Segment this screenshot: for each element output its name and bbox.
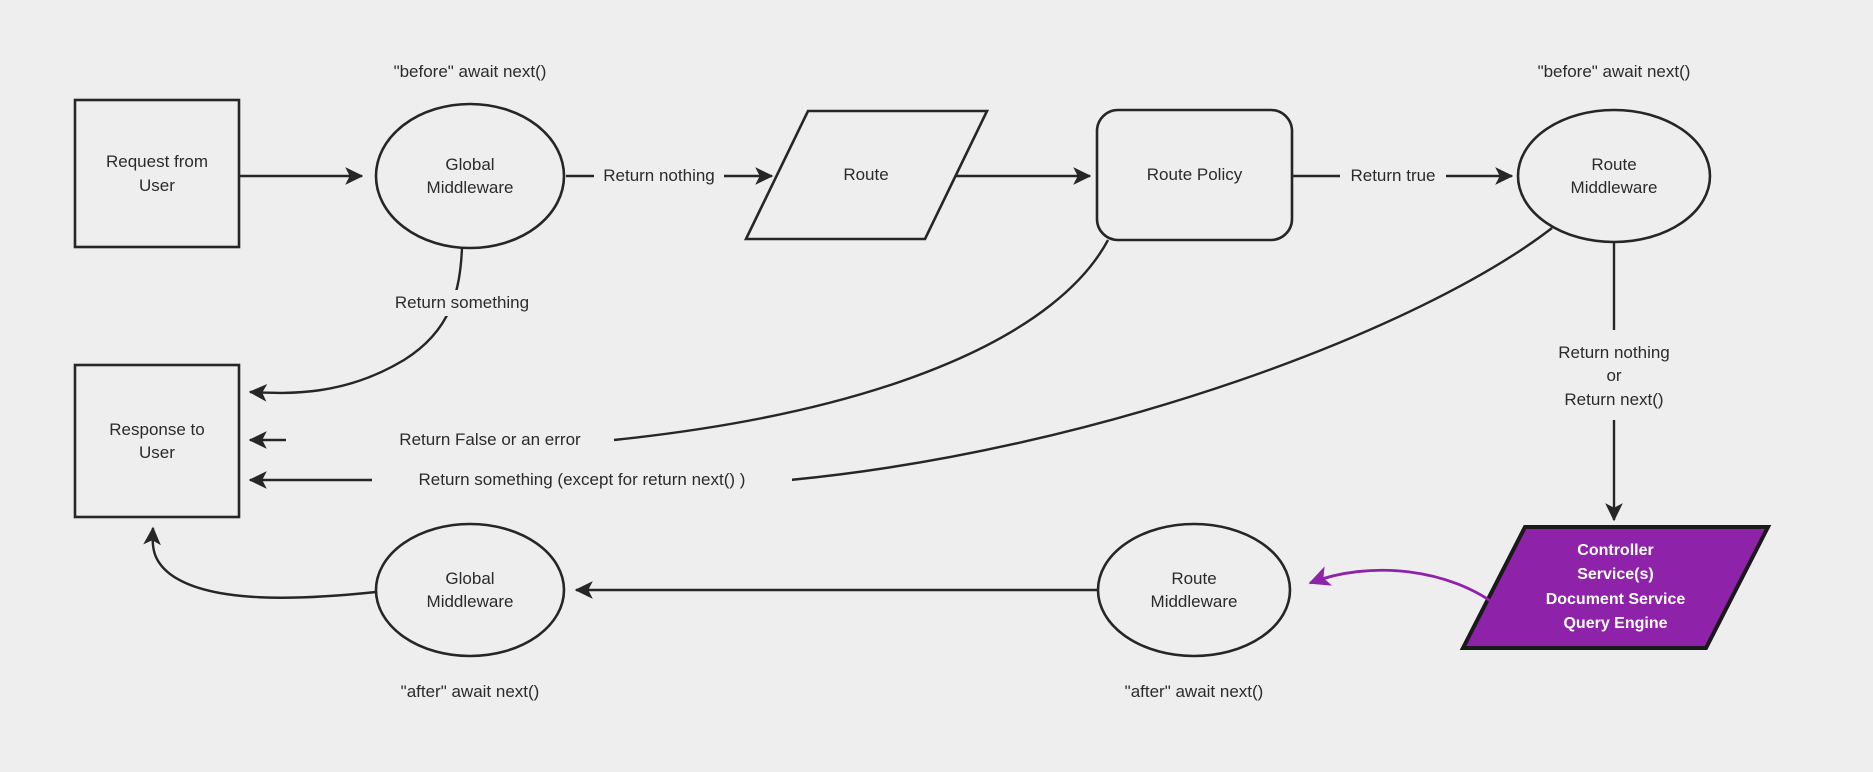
label-global-middleware-bottom-text: Global Middleware bbox=[426, 568, 514, 611]
edge-label-return-something-except: Return something (except for return next… bbox=[372, 467, 792, 493]
label-global-middleware-top-text: Global Middleware bbox=[426, 154, 514, 197]
edge-controller-to-route-middleware-bottom bbox=[1308, 566, 1501, 610]
node-request-from-user bbox=[73, 98, 241, 249]
annotation-before-await-next-global-text: "before" await next() bbox=[393, 62, 547, 82]
annotation-after-await-next-route: "after" await next() bbox=[1068, 680, 1320, 704]
node-global-middleware-top bbox=[374, 102, 566, 250]
edge-label-return-something-text: Return something bbox=[394, 293, 530, 312]
label-route-middleware-top: Route Middleware bbox=[1518, 110, 1710, 242]
edge-policy-to-response bbox=[613, 239, 1110, 442]
edge-global-bottom-to-response bbox=[143, 526, 377, 599]
annotation-before-await-next-route: "before" await next() bbox=[1488, 60, 1740, 84]
label-route-policy-text: Route Policy bbox=[1146, 165, 1243, 185]
edge-route-middleware-to-response bbox=[789, 227, 1553, 482]
label-route-middleware-bottom-text: Route Middleware bbox=[1150, 568, 1238, 611]
annotation-after-await-next-global: "after" await next() bbox=[344, 680, 596, 704]
annotation-after-await-next-global-text: "after" await next() bbox=[400, 682, 540, 702]
edge-label-return-something: Return something bbox=[366, 290, 558, 316]
node-route bbox=[743, 109, 990, 241]
annotation-after-await-next-route-text: "after" await next() bbox=[1124, 682, 1264, 702]
edge-label-return-nothing-or-next: Return nothing or Return next() bbox=[1484, 330, 1744, 422]
label-request-from-user-text: Request from User bbox=[105, 152, 209, 195]
node-response-to-user bbox=[73, 363, 241, 519]
node-global-middleware-bottom bbox=[374, 522, 566, 658]
edge-global-to-response bbox=[248, 247, 464, 402]
edge-label-return-nothing-text: Return nothing bbox=[603, 166, 715, 185]
label-response-to-user-text: Response to User bbox=[109, 419, 205, 462]
label-route-policy: Route Policy bbox=[1097, 110, 1292, 240]
edge-label-return-true: Return true bbox=[1340, 163, 1446, 189]
label-global-middleware-top: Global Middleware bbox=[376, 104, 564, 248]
label-controller-services-text: Controller Service(s) Document Service Q… bbox=[1545, 541, 1686, 632]
label-controller-services: Controller Service(s) Document Service Q… bbox=[1463, 527, 1768, 648]
label-route: Route bbox=[776, 111, 956, 239]
edge-label-return-something-except-text: Return something (except for return next… bbox=[418, 470, 746, 489]
edge-label-return-nothing: Return nothing bbox=[594, 163, 724, 189]
label-route-text: Route bbox=[843, 165, 889, 185]
node-controller-services bbox=[1459, 525, 1772, 650]
label-global-middleware-bottom: Global Middleware bbox=[376, 524, 564, 656]
edge-label-return-nothing-or-next-text: Return nothing or Return next() bbox=[1558, 342, 1670, 409]
label-route-middleware-bottom: Route Middleware bbox=[1098, 524, 1290, 656]
edge-label-return-false-or-error: Return False or an error bbox=[368, 427, 612, 453]
label-route-middleware-top-text: Route Middleware bbox=[1570, 154, 1658, 197]
annotation-before-await-next-global: "before" await next() bbox=[344, 60, 596, 84]
label-response-to-user: Response to User bbox=[75, 365, 239, 517]
label-request-from-user: Request from User bbox=[75, 100, 239, 247]
edge-label-return-false-or-error-text: Return False or an error bbox=[399, 430, 581, 449]
annotation-before-await-next-route-text: "before" await next() bbox=[1537, 62, 1691, 82]
edge-label-return-true-text: Return true bbox=[1350, 166, 1436, 185]
